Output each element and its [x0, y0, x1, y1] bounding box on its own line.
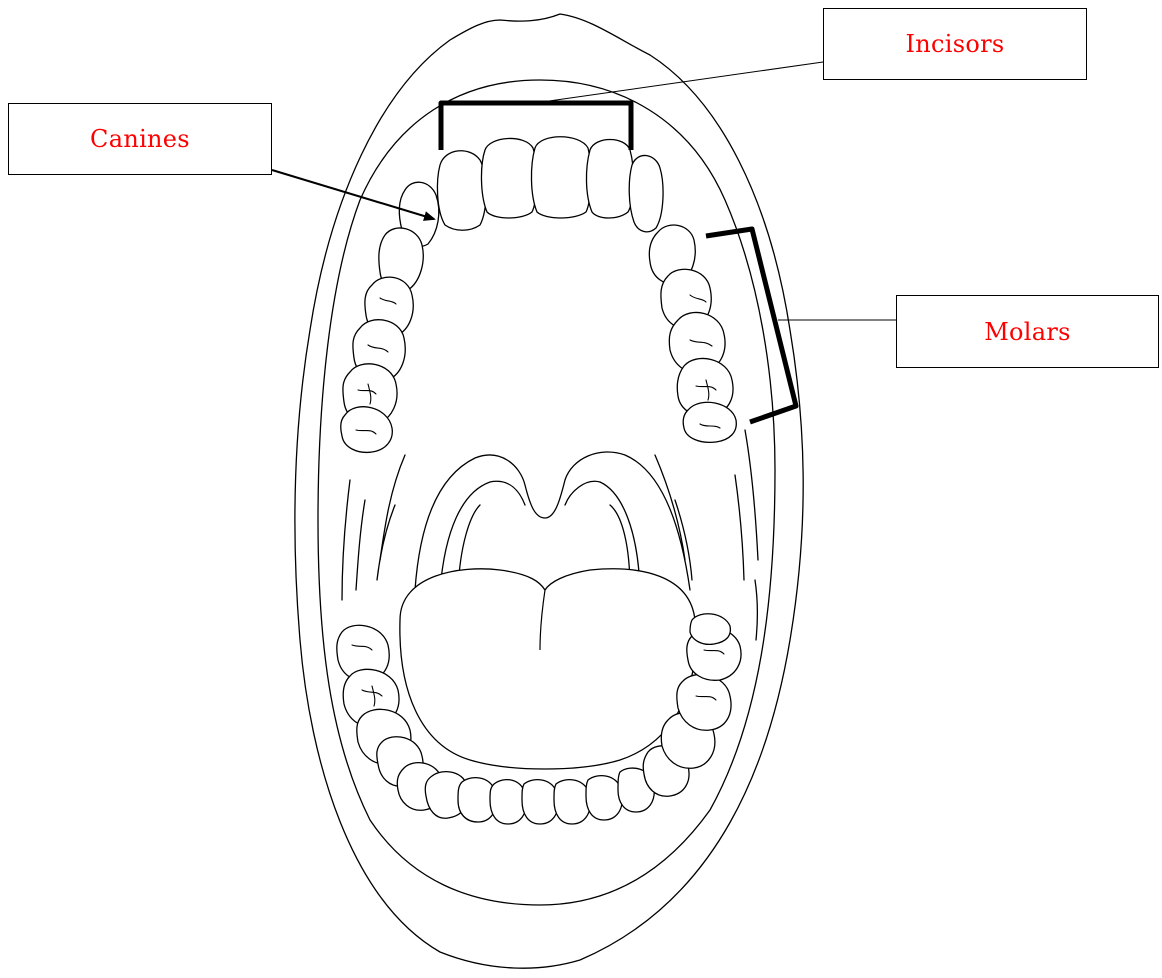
incisors-label-box: Incisors [823, 8, 1087, 80]
tongue [400, 569, 696, 769]
molars-label: Molars [984, 318, 1071, 346]
canines-label-box: Canines [8, 103, 272, 175]
incisors-label: Incisors [905, 30, 1004, 58]
canines-label: Canines [90, 125, 190, 153]
soft-palate [415, 452, 690, 590]
molars-label-box: Molars [896, 295, 1159, 368]
